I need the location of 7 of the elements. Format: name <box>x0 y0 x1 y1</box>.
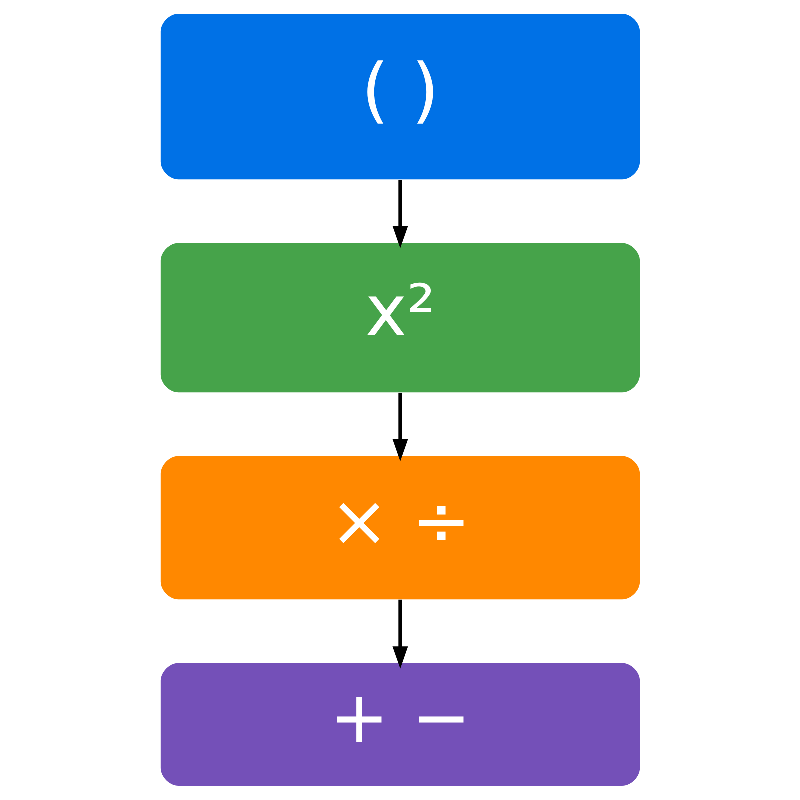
node-box: x² <box>160 243 640 393</box>
node-box: ( ) <box>160 14 640 180</box>
arrow <box>392 392 408 462</box>
node-box: × ÷ <box>160 456 640 600</box>
arrow <box>392 180 408 248</box>
node-box: + − <box>160 663 640 786</box>
arrow <box>392 600 408 669</box>
